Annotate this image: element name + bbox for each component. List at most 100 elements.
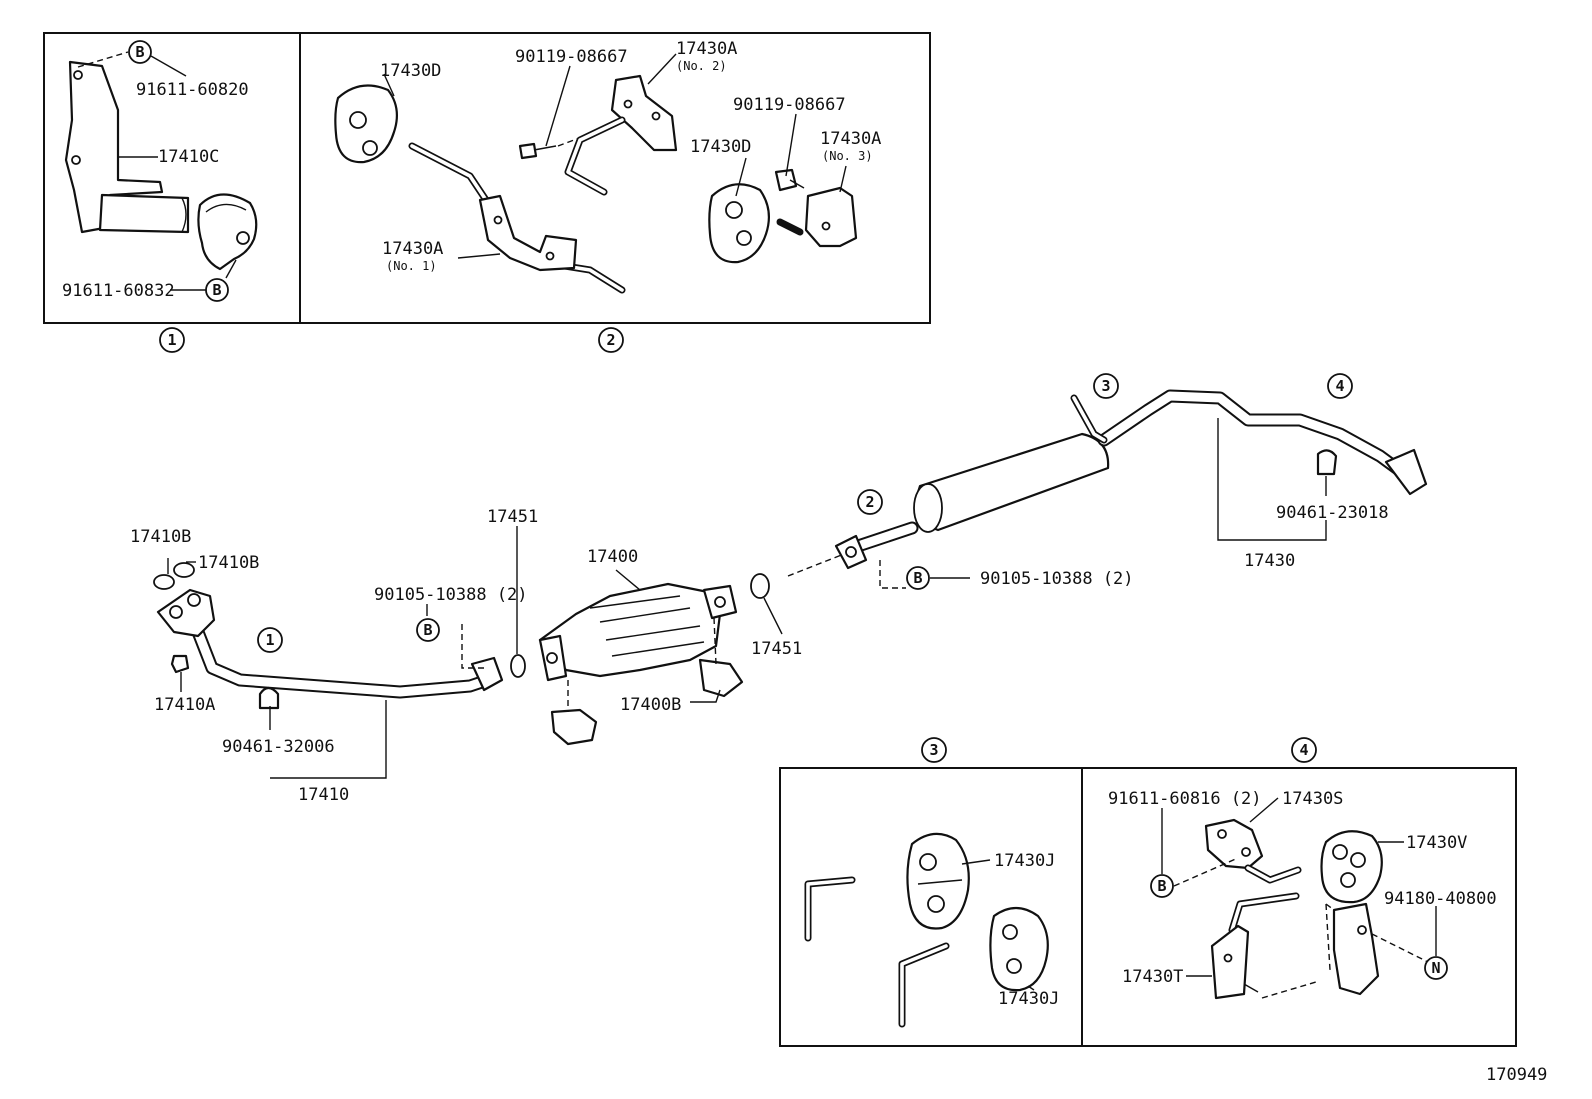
label-91611-60816: 91611-60816 (2) <box>1108 789 1262 809</box>
flange-hole <box>546 652 558 664</box>
callout-2-circle <box>857 489 883 515</box>
leader-dashed <box>1325 903 1335 971</box>
leader-line <box>457 253 501 259</box>
leader-line <box>735 157 747 197</box>
bracket-hole <box>1357 925 1367 935</box>
hanger-hole <box>1350 852 1366 868</box>
clamp-90461-32006 <box>258 686 280 710</box>
callout-3-number: 3 <box>1101 377 1110 395</box>
tailpipe-tip <box>1384 448 1428 496</box>
leader-line <box>785 113 797 177</box>
label-90119-08667-a: 90119-08667 <box>515 47 628 67</box>
label-17430a-no3: 17430A <box>820 129 881 149</box>
label-17410a: 17410A <box>154 695 215 715</box>
callout-2-number: 2 <box>606 331 615 349</box>
gasket-17451-a <box>510 654 526 678</box>
leader-dashed <box>879 560 906 589</box>
bracket-hole <box>1217 829 1227 839</box>
b-marker <box>906 566 930 590</box>
rubber-hanger-17430d-b <box>708 183 771 264</box>
clamp-lip <box>205 203 247 213</box>
callout-1-number: 1 <box>167 331 176 349</box>
nut-17410a <box>170 654 190 674</box>
label-no3: (No. 3) <box>822 149 873 163</box>
label-17410c: 17410C <box>158 147 219 167</box>
callout-4-number: 4 <box>1335 377 1344 395</box>
leader-line <box>961 859 991 865</box>
leader-line <box>763 597 783 635</box>
gasket-17451-b <box>750 573 770 599</box>
pipe-stub <box>98 193 190 234</box>
leader-line <box>615 569 641 591</box>
b-marker <box>1150 874 1174 898</box>
muffler-17430 <box>915 432 1110 532</box>
panel3-hanger-rod-b <box>898 942 950 1028</box>
callout-3-circle <box>921 737 947 763</box>
hanger-hole <box>927 895 945 913</box>
label-17430a-no2: 17430A <box>676 39 737 59</box>
label-no2: (No. 2) <box>676 59 727 73</box>
pipe-clamp <box>197 193 258 271</box>
flange-hole <box>187 593 201 607</box>
label-17430a-no1: 17430A <box>382 239 443 259</box>
muffler-end-cap <box>913 483 943 533</box>
callout-1-circle <box>257 627 283 653</box>
bracket-hole <box>493 215 503 225</box>
main-assembly: 17410B 17410B 17410A 90461-32006 17410 1… <box>130 373 1428 805</box>
label-17410b-a: 17410B <box>130 527 191 547</box>
diagram-number: 170949 <box>1486 1065 1547 1085</box>
label-90105-10388-b: 90105-10388 (2) <box>980 569 1134 589</box>
bracket-hole <box>821 221 831 231</box>
label-17430t: 17430T <box>1122 967 1183 987</box>
hanger-hole <box>736 230 752 246</box>
n-marker-text: N <box>1431 959 1440 977</box>
leader-line <box>690 689 721 703</box>
label-94180-40800: 94180-40800 <box>1384 889 1497 909</box>
hanger-hole <box>1332 844 1348 860</box>
leader-line <box>1027 985 1035 991</box>
b-marker-text: B <box>212 281 221 299</box>
hanger-hole <box>349 111 367 129</box>
hanger-hole <box>725 201 743 219</box>
leader-dashed <box>77 51 129 68</box>
bracket-hole <box>623 99 633 109</box>
bolt-thread <box>789 179 805 189</box>
label-17430d-a: 17430D <box>380 61 441 81</box>
b-marker <box>416 618 440 642</box>
b-marker-text: B <box>135 43 144 61</box>
front-pipe-flange <box>156 588 216 638</box>
bracket-hole <box>73 70 83 80</box>
label-90461-32006: 90461-32006 <box>222 737 335 757</box>
b-marker-text: B <box>1157 877 1166 895</box>
b-marker-text: B <box>913 569 922 587</box>
bracket-17430s <box>1204 818 1264 870</box>
leader-bracket-17410 <box>270 700 387 779</box>
gasket-17410b-a <box>153 574 175 590</box>
leader-line <box>225 259 237 279</box>
label-17400b: 17400B <box>620 695 681 715</box>
panel3-hanger-rod-a <box>804 876 856 942</box>
leader-line <box>383 73 395 97</box>
label-17430v: 17430V <box>1406 833 1467 853</box>
gasket-17410b-b <box>173 562 195 578</box>
b-marker <box>128 40 152 64</box>
callout-2-circle <box>598 327 624 353</box>
hanger-hole <box>1340 872 1356 888</box>
detail-panel-1: B 91611-60820 17410C 91611-60832 B <box>43 32 301 324</box>
label-17430d-b: 17430D <box>690 137 751 157</box>
front-pipe-rear-flange <box>470 656 504 692</box>
label-17410b-b: 17410B <box>198 553 259 573</box>
leader-dashed <box>1371 933 1429 963</box>
rubber-hanger-17430j-a <box>906 832 970 930</box>
rubber-hanger-17430v <box>1320 830 1383 904</box>
leader-dashed <box>787 553 845 577</box>
callout-1-circle <box>159 327 185 353</box>
b-marker-text: B <box>423 621 432 639</box>
clamp-90461-23018 <box>1316 449 1338 476</box>
converter-bracket-17400b <box>698 658 744 698</box>
hanger-rod-no3 <box>776 218 804 236</box>
detail-panel-2: 17430D 90119-08667 17430A (No. 2) 90119-… <box>299 32 931 324</box>
leader-line <box>839 165 847 193</box>
detail-panel-4: 91611-60816 (2) 17430S 17430V 94180-4080… <box>1081 767 1517 1047</box>
